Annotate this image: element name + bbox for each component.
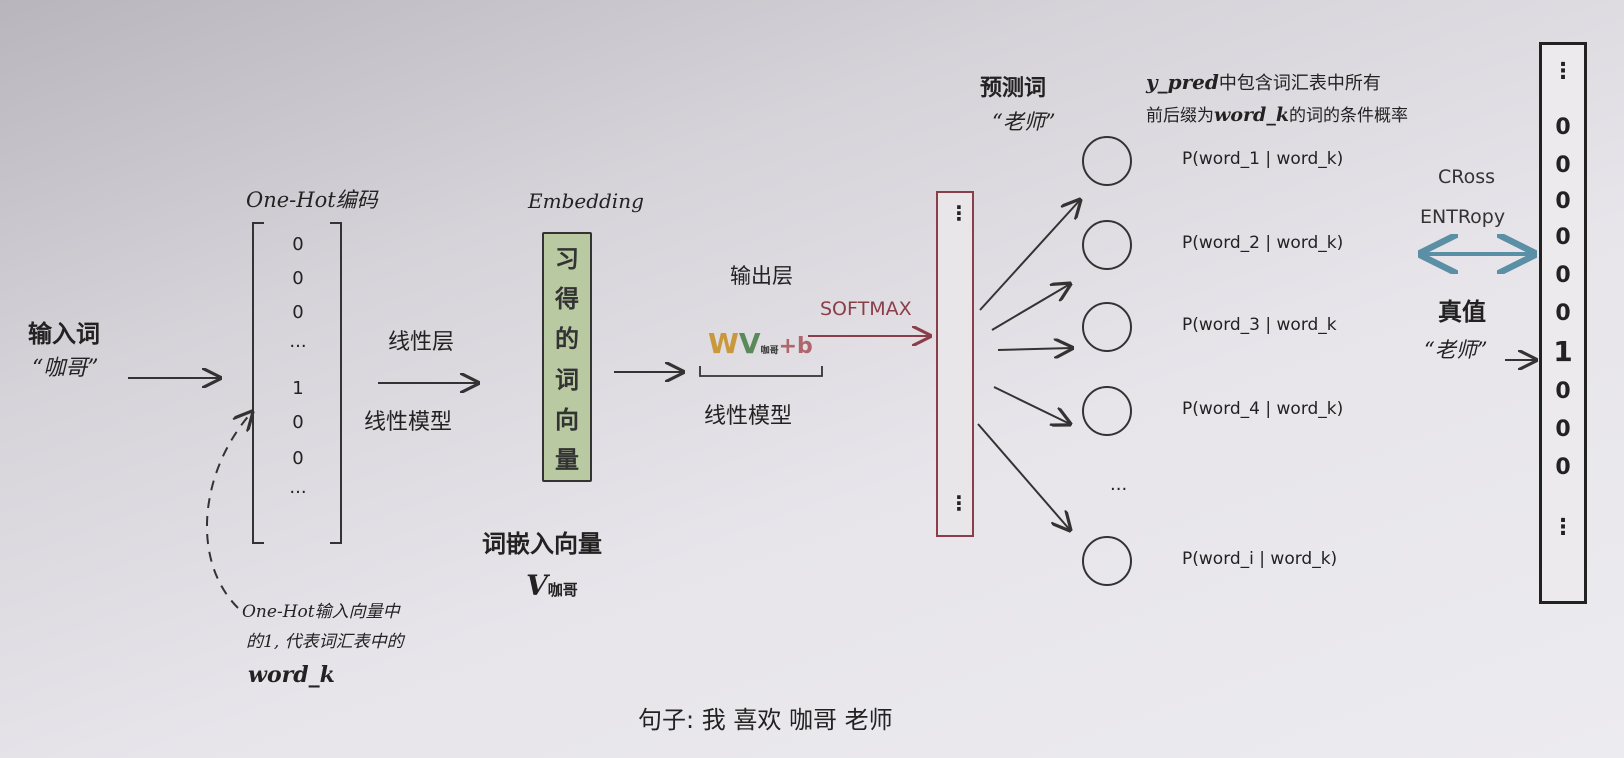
- formula-v-sub: 咖哥: [760, 346, 779, 356]
- probability-node: [1082, 302, 1132, 352]
- ypred-note-line1-rest: 中包含词汇表中所有: [1218, 73, 1381, 94]
- ypred-key: y_pred: [1146, 70, 1219, 94]
- onehot-entry: 1: [292, 378, 304, 399]
- input-word-label: 输入词: [28, 320, 100, 348]
- softmax-dots-top: ⋮: [949, 201, 969, 225]
- ypred-note-line2-rest: 的词的条件概率: [1289, 106, 1408, 126]
- probability-ellipsis: ···: [1110, 479, 1128, 500]
- ground-truth-entry: 0: [1555, 417, 1571, 442]
- probability-node: [1082, 136, 1132, 186]
- embedding-symbol-v: V: [526, 569, 548, 602]
- onehot-entry: 0: [292, 448, 304, 469]
- onehot-note-line2: 的1, 代表词汇表中的: [246, 632, 404, 652]
- onehot-title: One-Hot编码: [246, 188, 378, 212]
- output-formula: WV咖哥+b: [708, 330, 813, 358]
- fan-arrow-2: [991, 284, 1070, 331]
- probability-node: [1082, 536, 1132, 586]
- onehot-entry: ···: [289, 482, 307, 503]
- note-dashed-arrow: [205, 412, 252, 609]
- probability-node: [1082, 386, 1132, 436]
- onehot-entry: ···: [289, 336, 307, 357]
- onehot-entry: 0: [292, 412, 304, 433]
- ground-truth-entry: 0: [1555, 263, 1571, 288]
- sentence-caption: 句子: 我 喜欢 咖哥 老师: [638, 706, 893, 734]
- fan-arrow-5: [977, 423, 1070, 530]
- ground-truth-entry: 0: [1555, 115, 1571, 140]
- probability-label: P(word_4 | word_k): [1182, 399, 1344, 419]
- ground-truth-entry: 0: [1555, 301, 1571, 326]
- prediction-value: “老师”: [992, 110, 1056, 134]
- formula-w: W: [708, 327, 739, 360]
- learned-embedding-box: 习得的词向量: [542, 232, 592, 482]
- truth-label: 真值: [1438, 298, 1486, 326]
- ground-truth-entry: 0: [1555, 379, 1571, 404]
- probability-node: [1082, 220, 1132, 270]
- formula-v: V: [738, 327, 761, 360]
- softmax-label: SOFTMAX: [820, 298, 912, 320]
- ground-truth-entry: 0: [1555, 225, 1571, 250]
- ypred-note-line1: y_pred中包含词汇表中所有: [1146, 72, 1381, 93]
- probability-label: P(word_2 | word_k): [1182, 233, 1344, 253]
- onehot-note-line1: One-Hot输入向量中: [242, 602, 400, 622]
- ground-truth-entry: 0: [1555, 455, 1571, 480]
- embedding-symbol-sub: 咖哥: [547, 581, 578, 599]
- ground-truth-vector: ⋮ 0 0 0 0 0 0 1 0 0 0 ⋮: [1539, 42, 1587, 604]
- formula-bracket: [699, 366, 823, 377]
- embedding-box-char: 得: [555, 285, 579, 314]
- embedding-caption: 词嵌入向量: [482, 530, 602, 558]
- ground-truth-entry: ⋮: [1552, 59, 1574, 84]
- ypred-note-word-k: word_k: [1214, 104, 1289, 126]
- onehot-entry: 0: [292, 268, 304, 289]
- cross-entropy-line1: CRoss: [1438, 166, 1496, 188]
- prediction-label: 预测词: [980, 76, 1047, 101]
- probability-label: P(word_1 | word_k): [1182, 149, 1344, 169]
- truth-value: “老师”: [1424, 338, 1488, 362]
- output-layer-title: 输出层: [730, 264, 793, 288]
- embedding-box-char: 的: [555, 325, 579, 354]
- onehot-note-line3: word_k: [248, 662, 335, 688]
- formula-b: +b: [778, 334, 813, 359]
- embedding-box-char: 量: [555, 445, 579, 474]
- embedding-symbol: V咖哥: [526, 572, 578, 600]
- ground-truth-entry: 0: [1555, 189, 1571, 214]
- ground-truth-entry: 0: [1555, 153, 1571, 178]
- fan-arrow-1: [979, 200, 1080, 311]
- fan-arrow-3: [997, 348, 1072, 350]
- output-linear-model-label: 线性模型: [704, 404, 793, 429]
- embedding-title: Embedding: [528, 189, 644, 213]
- fan-arrow-4: [993, 386, 1070, 424]
- linear-model-label: 线性模型: [364, 410, 453, 435]
- onehot-bracket-right: [330, 222, 342, 544]
- ypred-note-line2-prefix: 前后缀为: [1146, 106, 1214, 126]
- onehot-entry: 0: [292, 234, 304, 255]
- ground-truth-entry: 1: [1553, 335, 1573, 368]
- embedding-box-char: 习: [555, 245, 579, 274]
- embedding-box-char: 向: [555, 405, 579, 434]
- linear-layer-label: 线性层: [388, 330, 455, 355]
- probability-label: P(word_3 | word_k: [1182, 315, 1337, 335]
- cross-entropy-line2: ENTRopy: [1420, 206, 1506, 228]
- ground-truth-entry: ⋮: [1552, 515, 1574, 540]
- softmax-output-box: ⋮ ⋮: [936, 191, 974, 537]
- ypred-note-line2: 前后缀为word_k的词的条件概率: [1146, 106, 1408, 125]
- embedding-box-char: 词: [555, 365, 579, 394]
- onehot-entry: 0: [292, 302, 304, 323]
- probability-label: P(word_i | word_k): [1182, 549, 1338, 569]
- onehot-bracket-left: [252, 222, 264, 544]
- softmax-dots-bottom: ⋮: [949, 491, 969, 515]
- input-word-value: “咖哥”: [32, 356, 99, 381]
